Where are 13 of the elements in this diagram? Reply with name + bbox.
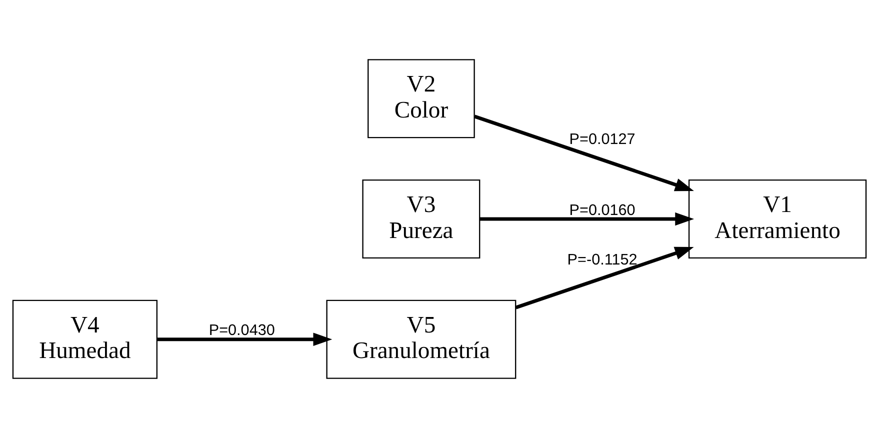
edge-label: P=0.0430 <box>208 322 275 339</box>
edge-label: P=-0.1152 <box>567 250 638 268</box>
node-box: V2 Color <box>368 58 475 138</box>
node-box: V5 Granulometría <box>326 299 516 378</box>
node-box: V4 Humedad <box>12 299 158 378</box>
arrow <box>474 114 694 191</box>
edge-label: P=0.0127 <box>569 130 636 148</box>
arrow <box>480 212 694 226</box>
arrow <box>515 246 694 309</box>
node-box: V3 Pureza <box>362 178 480 258</box>
edge-label: P=0.0160 <box>569 201 636 218</box>
arrow <box>156 332 332 346</box>
node-box: V1 Aterramiento <box>688 178 867 258</box>
